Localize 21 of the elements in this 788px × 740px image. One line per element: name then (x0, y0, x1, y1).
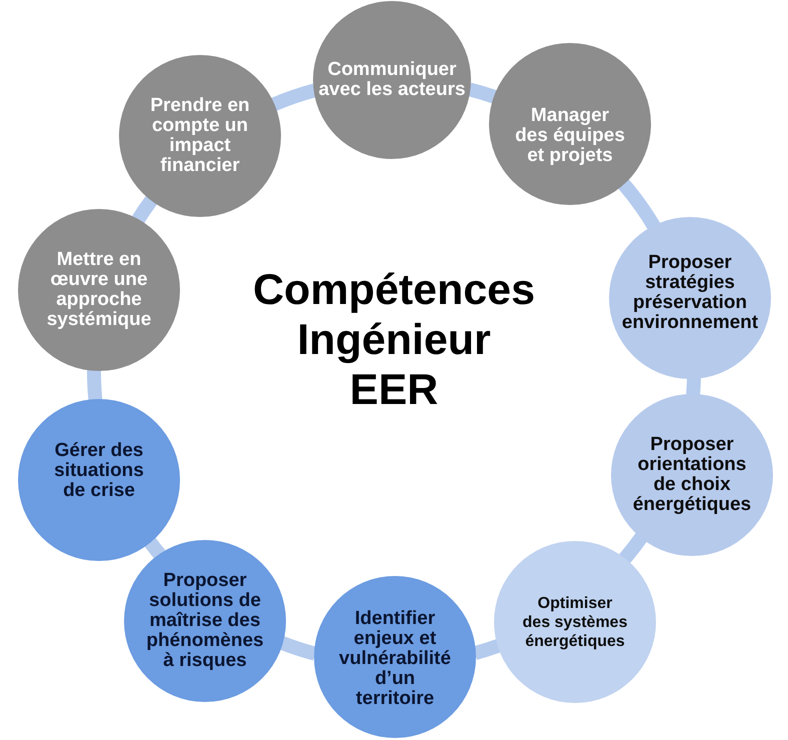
competence-label: Gérer des situations de crise (54, 441, 144, 501)
ring-segment (468, 82, 497, 104)
ring-segment (618, 179, 660, 230)
competence-label: Proposer solutions de maîtrise des phénomènes à risques (146, 571, 264, 671)
competence-label: Proposer orientations de choix énergétiques (632, 435, 752, 515)
competence-label: Optimiser des systèmes énergétiques (522, 594, 628, 650)
ring-segment (619, 532, 648, 564)
competence-label: Communiquer avec les acteurs (318, 60, 466, 100)
ring-segment (132, 196, 158, 224)
ring-segment (686, 378, 701, 396)
competence-label: Identifier enjeux et vulnérabilité d’un territoire (339, 609, 451, 709)
ring-segment (473, 639, 501, 660)
ring-segment (271, 84, 317, 112)
diagram-title: Compétences Ingénieur EER (253, 265, 535, 415)
competence-label: Prendre en compte un impact financier (150, 96, 250, 176)
ring-segment (87, 370, 102, 401)
competence-label: Manager des équipes et projets (515, 106, 625, 166)
ring-segment (144, 538, 166, 560)
competence-label: Mettre en œuvre une approche systémique (46, 250, 152, 330)
competence-label: Proposer stratégies préservation environnement (622, 253, 758, 333)
ring-segment (280, 636, 317, 660)
